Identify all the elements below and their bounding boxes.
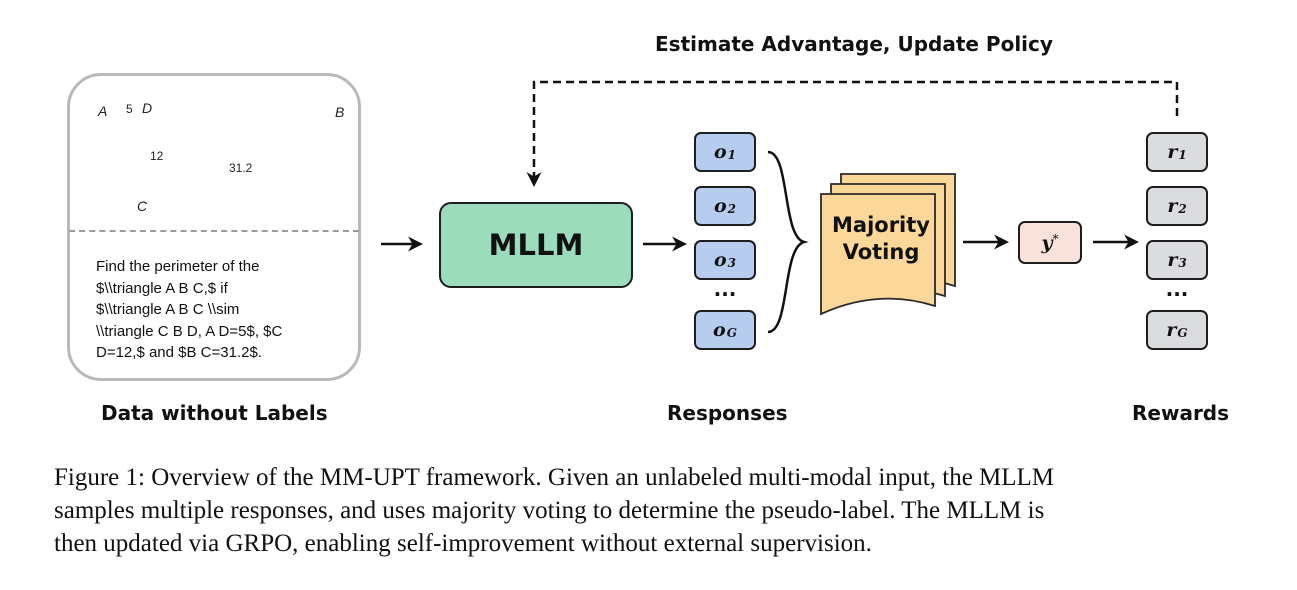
- reward-index: 2: [1178, 202, 1187, 216]
- pseudo-label-box: y*: [1018, 221, 1082, 264]
- length-label-ad: 5: [126, 102, 133, 116]
- point-label-c: C: [137, 198, 148, 214]
- question-line: Find the perimeter of the: [96, 258, 260, 275]
- point-label-d: D: [142, 100, 153, 116]
- responses-brace: [767, 150, 809, 334]
- caption-line: Figure 1: Overview of the MM-UPT framewo…: [54, 464, 1055, 491]
- response-index: 2: [727, 202, 737, 216]
- majority-voting-stack: [820, 173, 956, 316]
- reward-symbol: r: [1167, 195, 1178, 217]
- voting-line-1: Majority: [832, 213, 930, 237]
- response-symbol: o: [713, 319, 726, 341]
- question-line: $\\triangle A B C,$ if: [96, 279, 228, 297]
- mllm-box: MLLM: [439, 202, 633, 288]
- caption-line: then updated via GRPO, enabling self-imp…: [54, 530, 872, 557]
- responses-section-label: Responses: [667, 401, 788, 425]
- reward-symbol: r: [1166, 319, 1177, 341]
- figure-caption: Figure 1: Overview of the MM-UPT framewo…: [54, 461, 1254, 560]
- reward-index: G: [1177, 326, 1188, 340]
- response-index: 3: [727, 256, 737, 270]
- point-label-a: A: [98, 103, 108, 119]
- reward-symbol: r: [1167, 141, 1178, 163]
- responses-ellipsis: ...: [713, 277, 737, 301]
- caption-line: samples multiple responses, and uses maj…: [54, 497, 1045, 524]
- response-symbol: o: [713, 195, 727, 217]
- voting-line-2: Voting: [842, 240, 920, 264]
- response-symbol: o: [713, 249, 727, 271]
- response-symbol: o: [713, 141, 727, 163]
- reward-symbol: r: [1167, 249, 1178, 271]
- length-label-bc: 31.2: [229, 161, 253, 175]
- response-index: G: [726, 326, 737, 340]
- question-line: \\triangle C B D, A D=5$, $C: [96, 322, 283, 340]
- question-line: D=12,$ and $B C=31.2$.: [96, 344, 262, 361]
- reward-index: 3: [1178, 256, 1187, 270]
- question-text: Find the perimeter of the $\\triangle A …: [96, 256, 346, 364]
- input-section-label: Data without Labels: [101, 401, 328, 425]
- feedback-label: Estimate Advantage, Update Policy: [655, 32, 1053, 56]
- pseudo-label-star: *: [1052, 231, 1059, 246]
- input-card-divider: [69, 230, 359, 232]
- rewards-section-label: Rewards: [1132, 401, 1230, 425]
- point-label-b: B: [335, 104, 345, 120]
- input-card: [67, 73, 361, 381]
- majority-voting-label: Majority Voting: [822, 212, 940, 266]
- feedback-loop-arrow: [526, 80, 1179, 187]
- pseudo-label-symbol: y: [1041, 231, 1053, 254]
- response-index: 1: [727, 148, 737, 162]
- length-label-cd: 12: [150, 149, 164, 163]
- question-line: $\\triangle A B C \\sim: [96, 301, 240, 318]
- reward-index: 1: [1178, 148, 1187, 162]
- rewards-ellipsis: ...: [1165, 277, 1189, 301]
